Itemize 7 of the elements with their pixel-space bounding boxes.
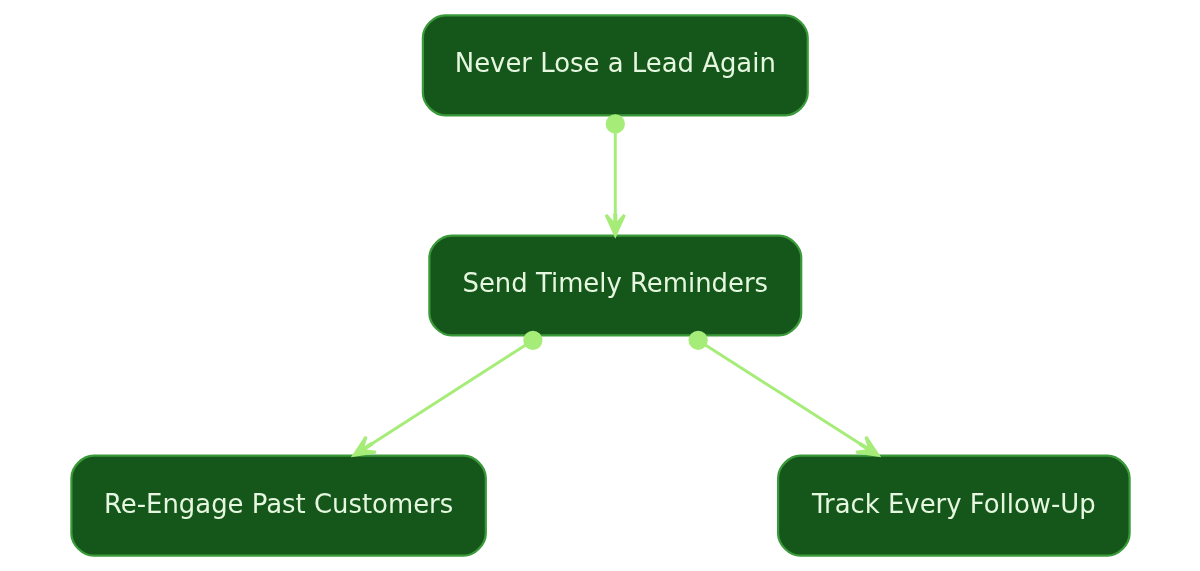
node-box: Re-Engage Past Customers xyxy=(69,454,487,557)
arrow xyxy=(351,330,542,457)
node-box: Send Timely Reminders xyxy=(427,234,802,337)
node-box: Never Lose a Lead Again xyxy=(421,14,809,117)
node-box: Track Every Follow-Up xyxy=(776,454,1131,557)
arrow xyxy=(604,114,626,237)
arrow xyxy=(688,330,880,457)
